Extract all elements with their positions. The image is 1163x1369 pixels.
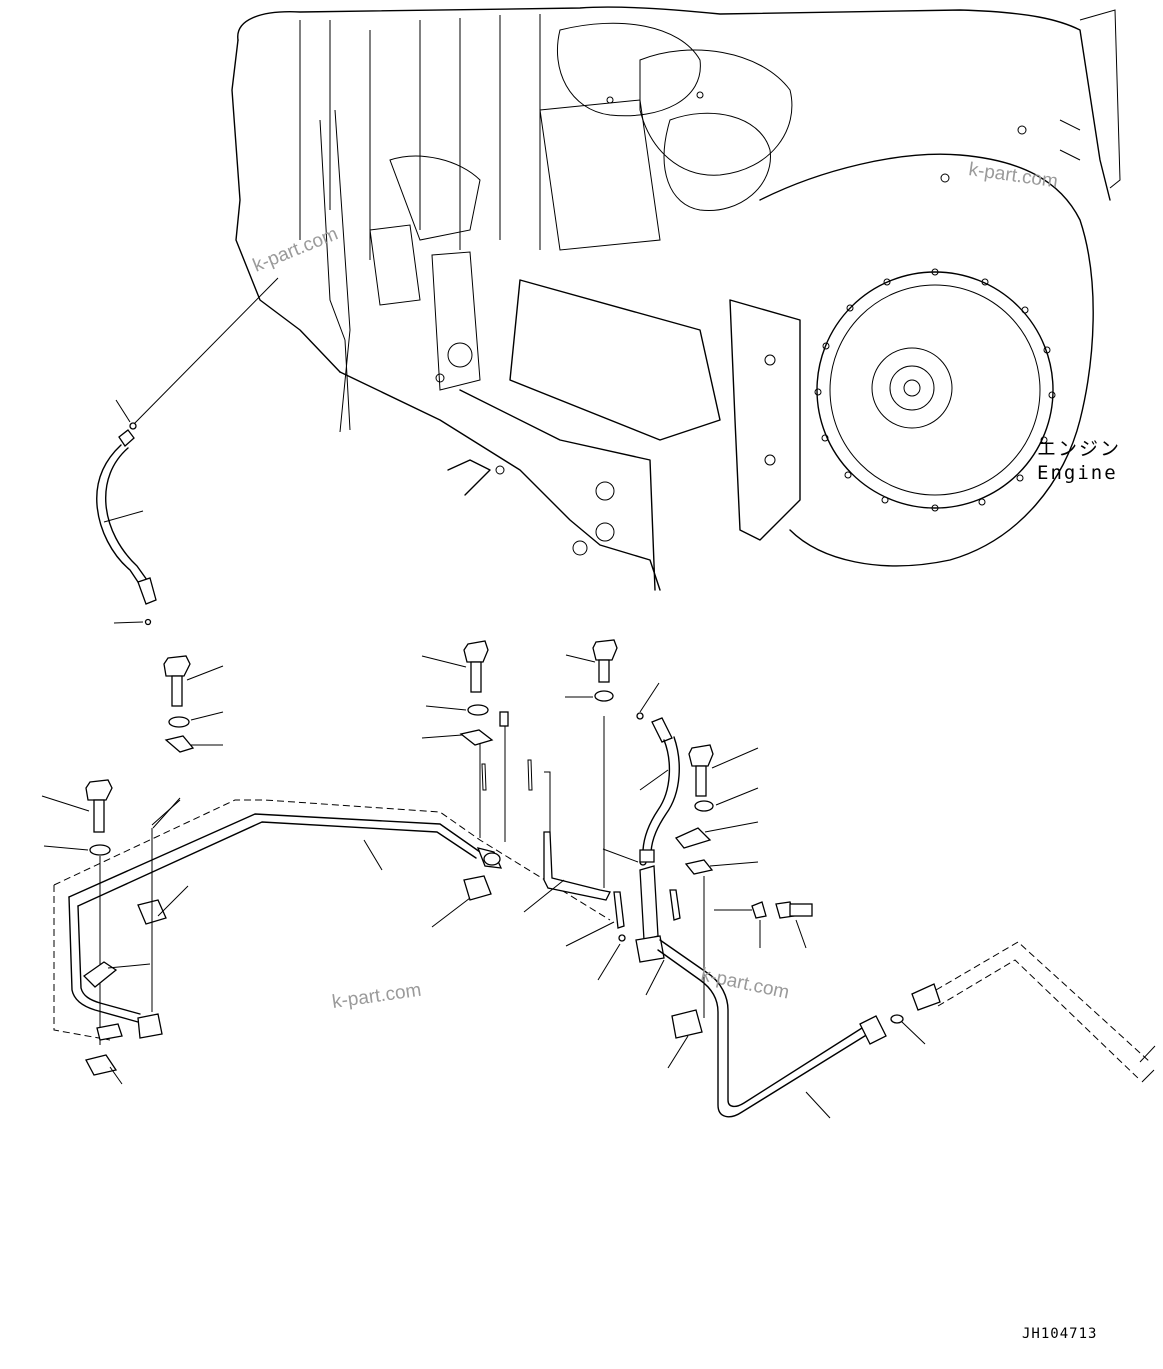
watermark: k-part.com — [967, 159, 1059, 192]
flex-hose-upper — [96, 277, 279, 626]
center-fastener-stack — [421, 640, 533, 928]
flex-hose-center — [639, 717, 680, 863]
watermark: k-part.com — [331, 980, 423, 1013]
engine-label-en: Engine — [1037, 462, 1118, 484]
fuel-tube-right — [635, 865, 1156, 1119]
fuel-tube-left — [53, 797, 611, 1085]
left-fastener-stack — [41, 655, 224, 1045]
watermark: k-part.com — [699, 964, 791, 1003]
right-fastener-stack — [565, 744, 813, 1018]
engine-assembly — [231, 6, 1121, 591]
drawing-code: JH104713 — [1022, 1326, 1097, 1342]
center-bracket — [523, 639, 660, 913]
engine-label-jp: エンジン — [1037, 438, 1121, 460]
